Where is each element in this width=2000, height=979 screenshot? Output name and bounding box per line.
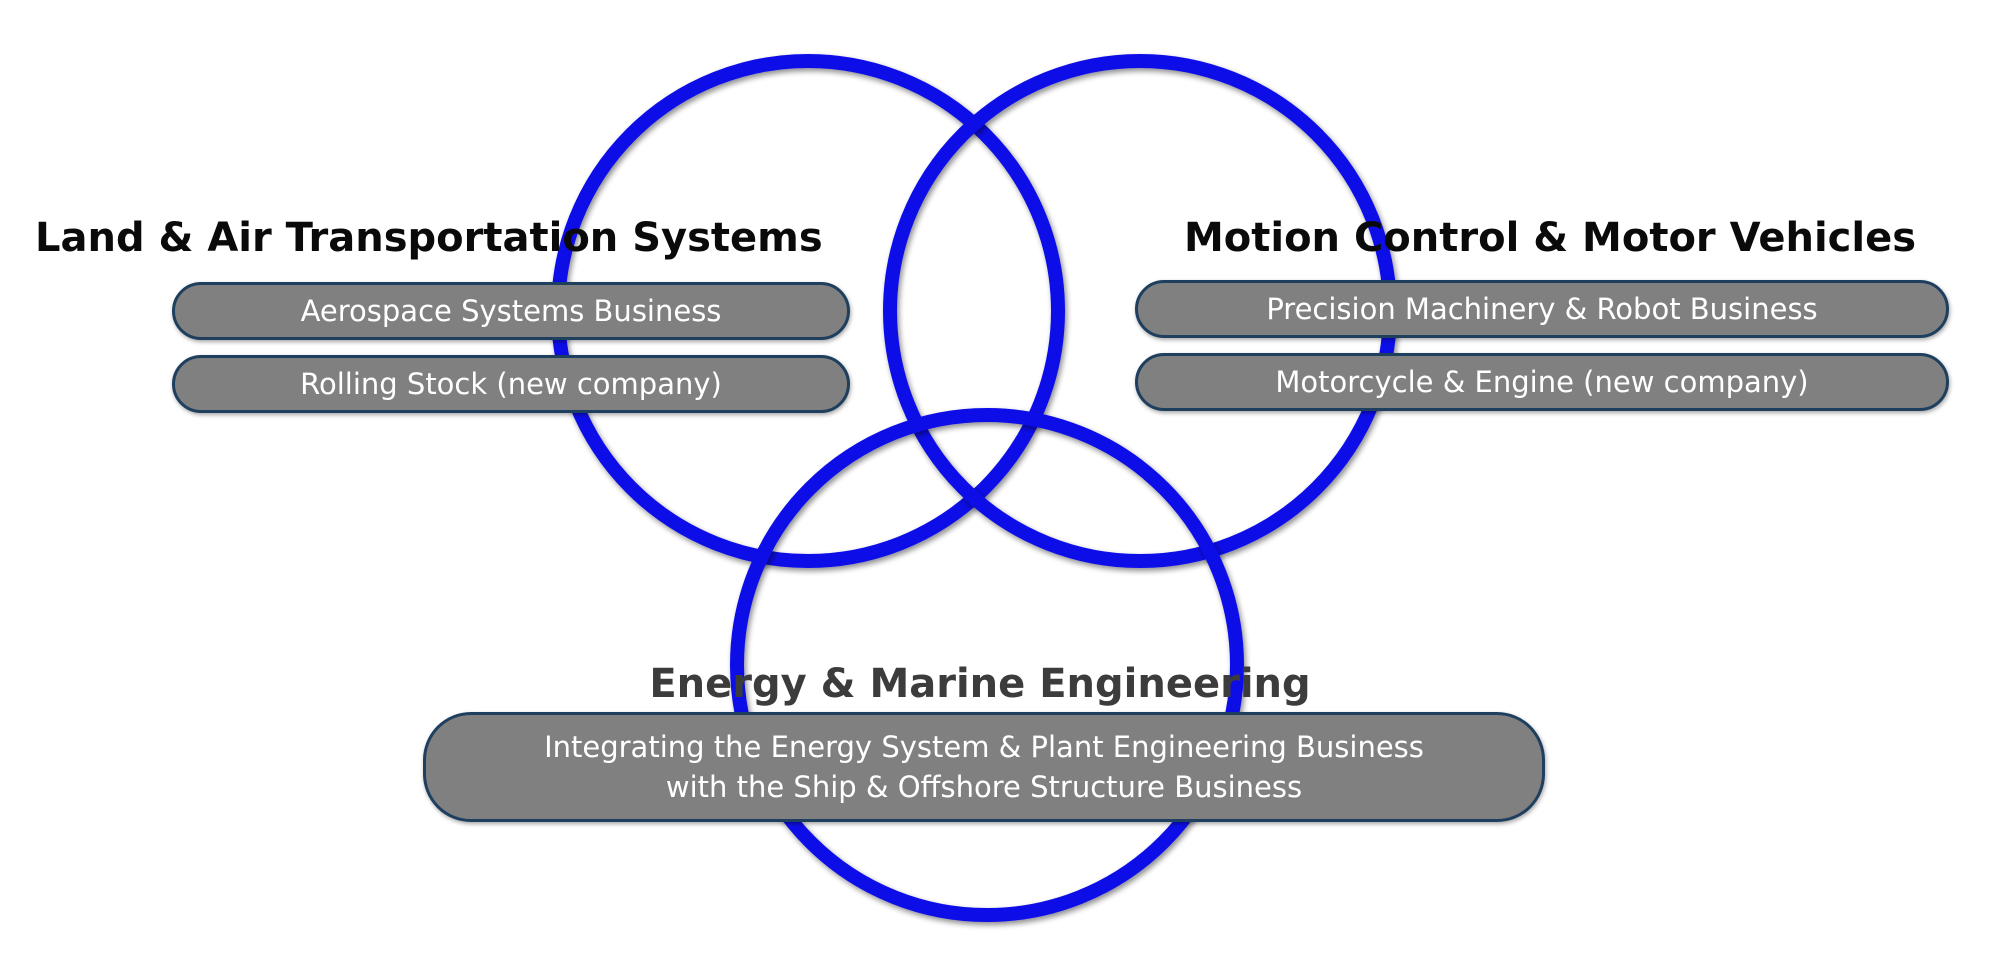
item-aerospace: Aerospace Systems Business bbox=[172, 282, 850, 340]
item-rolling-stock: Rolling Stock (new company) bbox=[172, 355, 850, 413]
heading-land-air: Land & Air Transportation Systems bbox=[35, 215, 823, 261]
ring-energy bbox=[730, 408, 1244, 922]
item-precision-machinery: Precision Machinery & Robot Business bbox=[1135, 280, 1949, 338]
item-energy-line-1: Integrating the Energy System & Plant En… bbox=[544, 730, 1424, 764]
item-energy-line-2: with the Ship & Offshore Structure Busin… bbox=[665, 770, 1303, 804]
heading-motion: Motion Control & Motor Vehicles bbox=[1183, 215, 1917, 261]
heading-energy: Energy & Marine Engineering bbox=[649, 661, 1311, 707]
item-energy-integration: Integrating the Energy System & Plant En… bbox=[423, 712, 1545, 822]
item-motorcycle: Motorcycle & Engine (new company) bbox=[1135, 353, 1949, 411]
